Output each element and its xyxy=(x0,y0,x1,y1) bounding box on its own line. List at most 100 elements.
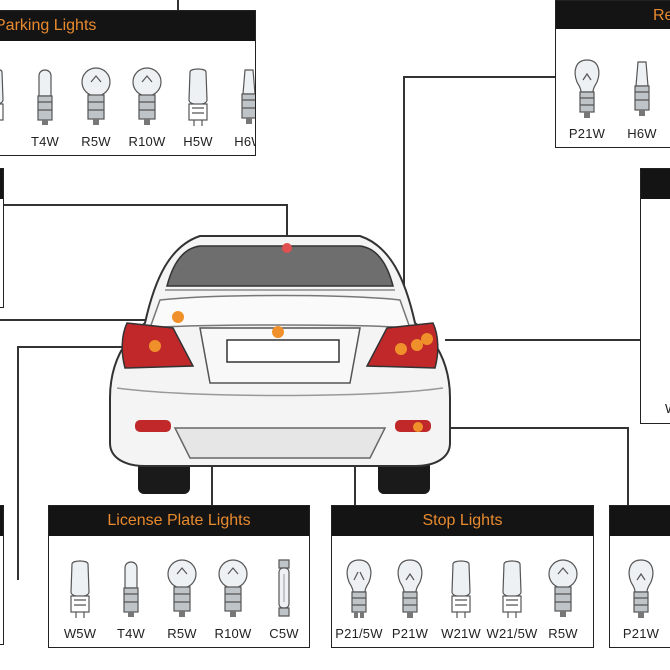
bulb-item: P21W xyxy=(383,558,437,641)
marker-right-tail-1 xyxy=(395,343,407,355)
bulb-item: R10W xyxy=(206,558,260,641)
marker-brake-light xyxy=(282,243,292,253)
single-filament-bulb-icon xyxy=(614,558,668,620)
license-plate xyxy=(226,339,340,363)
panel-license-plate-lights: License Plate Lights W5W T4W R5W R10W C5… xyxy=(48,505,310,648)
bulb-label: T4W xyxy=(116,626,146,641)
panel-parking-lights: Parking Lights W T4W R5W R10W H5W H6W xyxy=(0,10,256,156)
panel-header xyxy=(0,506,3,536)
rear-window xyxy=(166,245,394,287)
bulb-item: P21W xyxy=(614,558,668,641)
panel-text: W xyxy=(665,401,670,416)
bulb-row-right-bottom: P21W xyxy=(610,536,670,647)
bulb-label: H5W xyxy=(183,134,213,149)
bulb-item: R5W xyxy=(155,558,209,641)
panel-header xyxy=(641,169,670,199)
wire-brake-center xyxy=(0,204,288,248)
panel-left-bottom xyxy=(0,505,4,645)
bulb-row-stop: P21/5W P21W W21W W21/5W R5W xyxy=(332,536,593,647)
panel-stop-lights: Stop Lights P21/5W P21W W21W W21/5W R5W xyxy=(331,505,594,648)
bulb-item: H6W xyxy=(615,58,669,141)
bulb-label: R5W xyxy=(81,134,111,149)
trunk-lid xyxy=(148,294,412,329)
bulb-label: P21W xyxy=(622,626,660,641)
bulb-item: H5W xyxy=(171,66,225,149)
single-filament-bulb-icon xyxy=(560,58,614,120)
round-bayonet-bulb-icon xyxy=(69,66,123,128)
halogen-bulb-icon xyxy=(222,66,255,128)
bulb-label: H6W xyxy=(234,134,255,149)
bulb-label: R5W xyxy=(167,626,197,641)
panel-header: Re xyxy=(556,1,670,29)
bulb-label: W21W xyxy=(441,626,481,641)
car-rear-view xyxy=(109,235,451,494)
wire-reverse xyxy=(403,76,555,348)
panel-left-top xyxy=(0,168,4,308)
panel-right-bottom: P21W xyxy=(609,505,670,648)
bulb-label: C5W xyxy=(269,626,299,641)
halogen-bulb-icon xyxy=(615,58,669,120)
bulb-label: W xyxy=(0,134,21,149)
bulb-label: P21/5W xyxy=(335,626,383,641)
bulb-row-license: W5W T4W R5W R10W C5W xyxy=(49,536,309,647)
marker-left-parking xyxy=(172,311,184,323)
round-bayonet-bulb-icon xyxy=(155,558,209,620)
panel-title: Stop Lights xyxy=(422,512,503,529)
bulb-item: W21/5W xyxy=(485,558,539,641)
bulb-label: H6W xyxy=(627,126,657,141)
wire-right-bottom xyxy=(418,427,629,505)
bulb-item: T4W xyxy=(18,66,72,149)
festoon-bulb-icon xyxy=(257,558,309,620)
bulb-item: R5W xyxy=(536,558,590,641)
rear-bumper xyxy=(173,427,387,459)
panel-header: Parking Lights xyxy=(0,11,255,41)
bulb-item: H6W xyxy=(222,66,255,149)
marker-license xyxy=(272,326,284,338)
wedge-bulb-icon xyxy=(485,558,539,620)
bulb-item: W xyxy=(0,66,21,149)
right-reflector xyxy=(395,420,431,432)
bulb-row-parking: W T4W R5W R10W H5W H6W xyxy=(0,41,255,155)
miniature-bayonet-bulb-icon xyxy=(104,558,158,620)
bulb-item: W21W xyxy=(434,558,488,641)
bulb-item: W5W xyxy=(53,558,107,641)
marker-right-tail-3 xyxy=(421,333,433,345)
panel-right-mid: W xyxy=(640,168,670,424)
panel-title: Re xyxy=(653,7,670,24)
left-reflector xyxy=(135,420,171,432)
single-filament-bulb-icon xyxy=(383,558,437,620)
bulb-row-reverse: P21W H6W xyxy=(556,29,670,147)
bulb-item: R5W xyxy=(69,66,123,149)
bulb-label: R5W xyxy=(548,626,578,641)
round-bayonet-bulb-icon xyxy=(120,66,174,128)
bulb-item: R10W xyxy=(120,66,174,149)
panel-header: Stop Lights xyxy=(332,506,593,536)
bulb-label: T4W xyxy=(30,134,60,149)
marker-right-tail-2 xyxy=(411,339,423,351)
wedge-bulb-icon xyxy=(53,558,107,620)
miniature-bayonet-bulb-icon xyxy=(18,66,72,128)
bulb-item: P21W xyxy=(560,58,614,141)
panel-reverse-lights: Re P21W H6W xyxy=(555,0,670,148)
marker-left-tail xyxy=(149,340,161,352)
round-bayonet-bulb-icon xyxy=(536,558,590,620)
bulb-label: P21W xyxy=(391,626,429,641)
bulb-label: P21W xyxy=(568,126,606,141)
marker-right-reflector xyxy=(413,422,423,432)
double-filament-bulb-icon xyxy=(332,558,386,620)
wire-left-tail xyxy=(17,346,155,580)
panel-title: Parking Lights xyxy=(0,17,97,34)
round-bayonet-bulb-icon xyxy=(206,558,260,620)
panel-title: License Plate Lights xyxy=(107,512,251,529)
bulb-item: C5W xyxy=(257,558,309,641)
bulb-label: W5W xyxy=(63,626,97,641)
panel-header xyxy=(610,506,670,536)
bulb-item: T4W xyxy=(104,558,158,641)
bulb-label: R10W xyxy=(128,134,166,149)
wedge-bulb-icon xyxy=(171,66,225,128)
bulb-label: R10W xyxy=(214,626,252,641)
bulb-label: W21/5W xyxy=(486,626,538,641)
panel-header xyxy=(0,169,3,199)
panel-header: License Plate Lights xyxy=(49,506,309,536)
bulb-item: P21/5W xyxy=(332,558,386,641)
